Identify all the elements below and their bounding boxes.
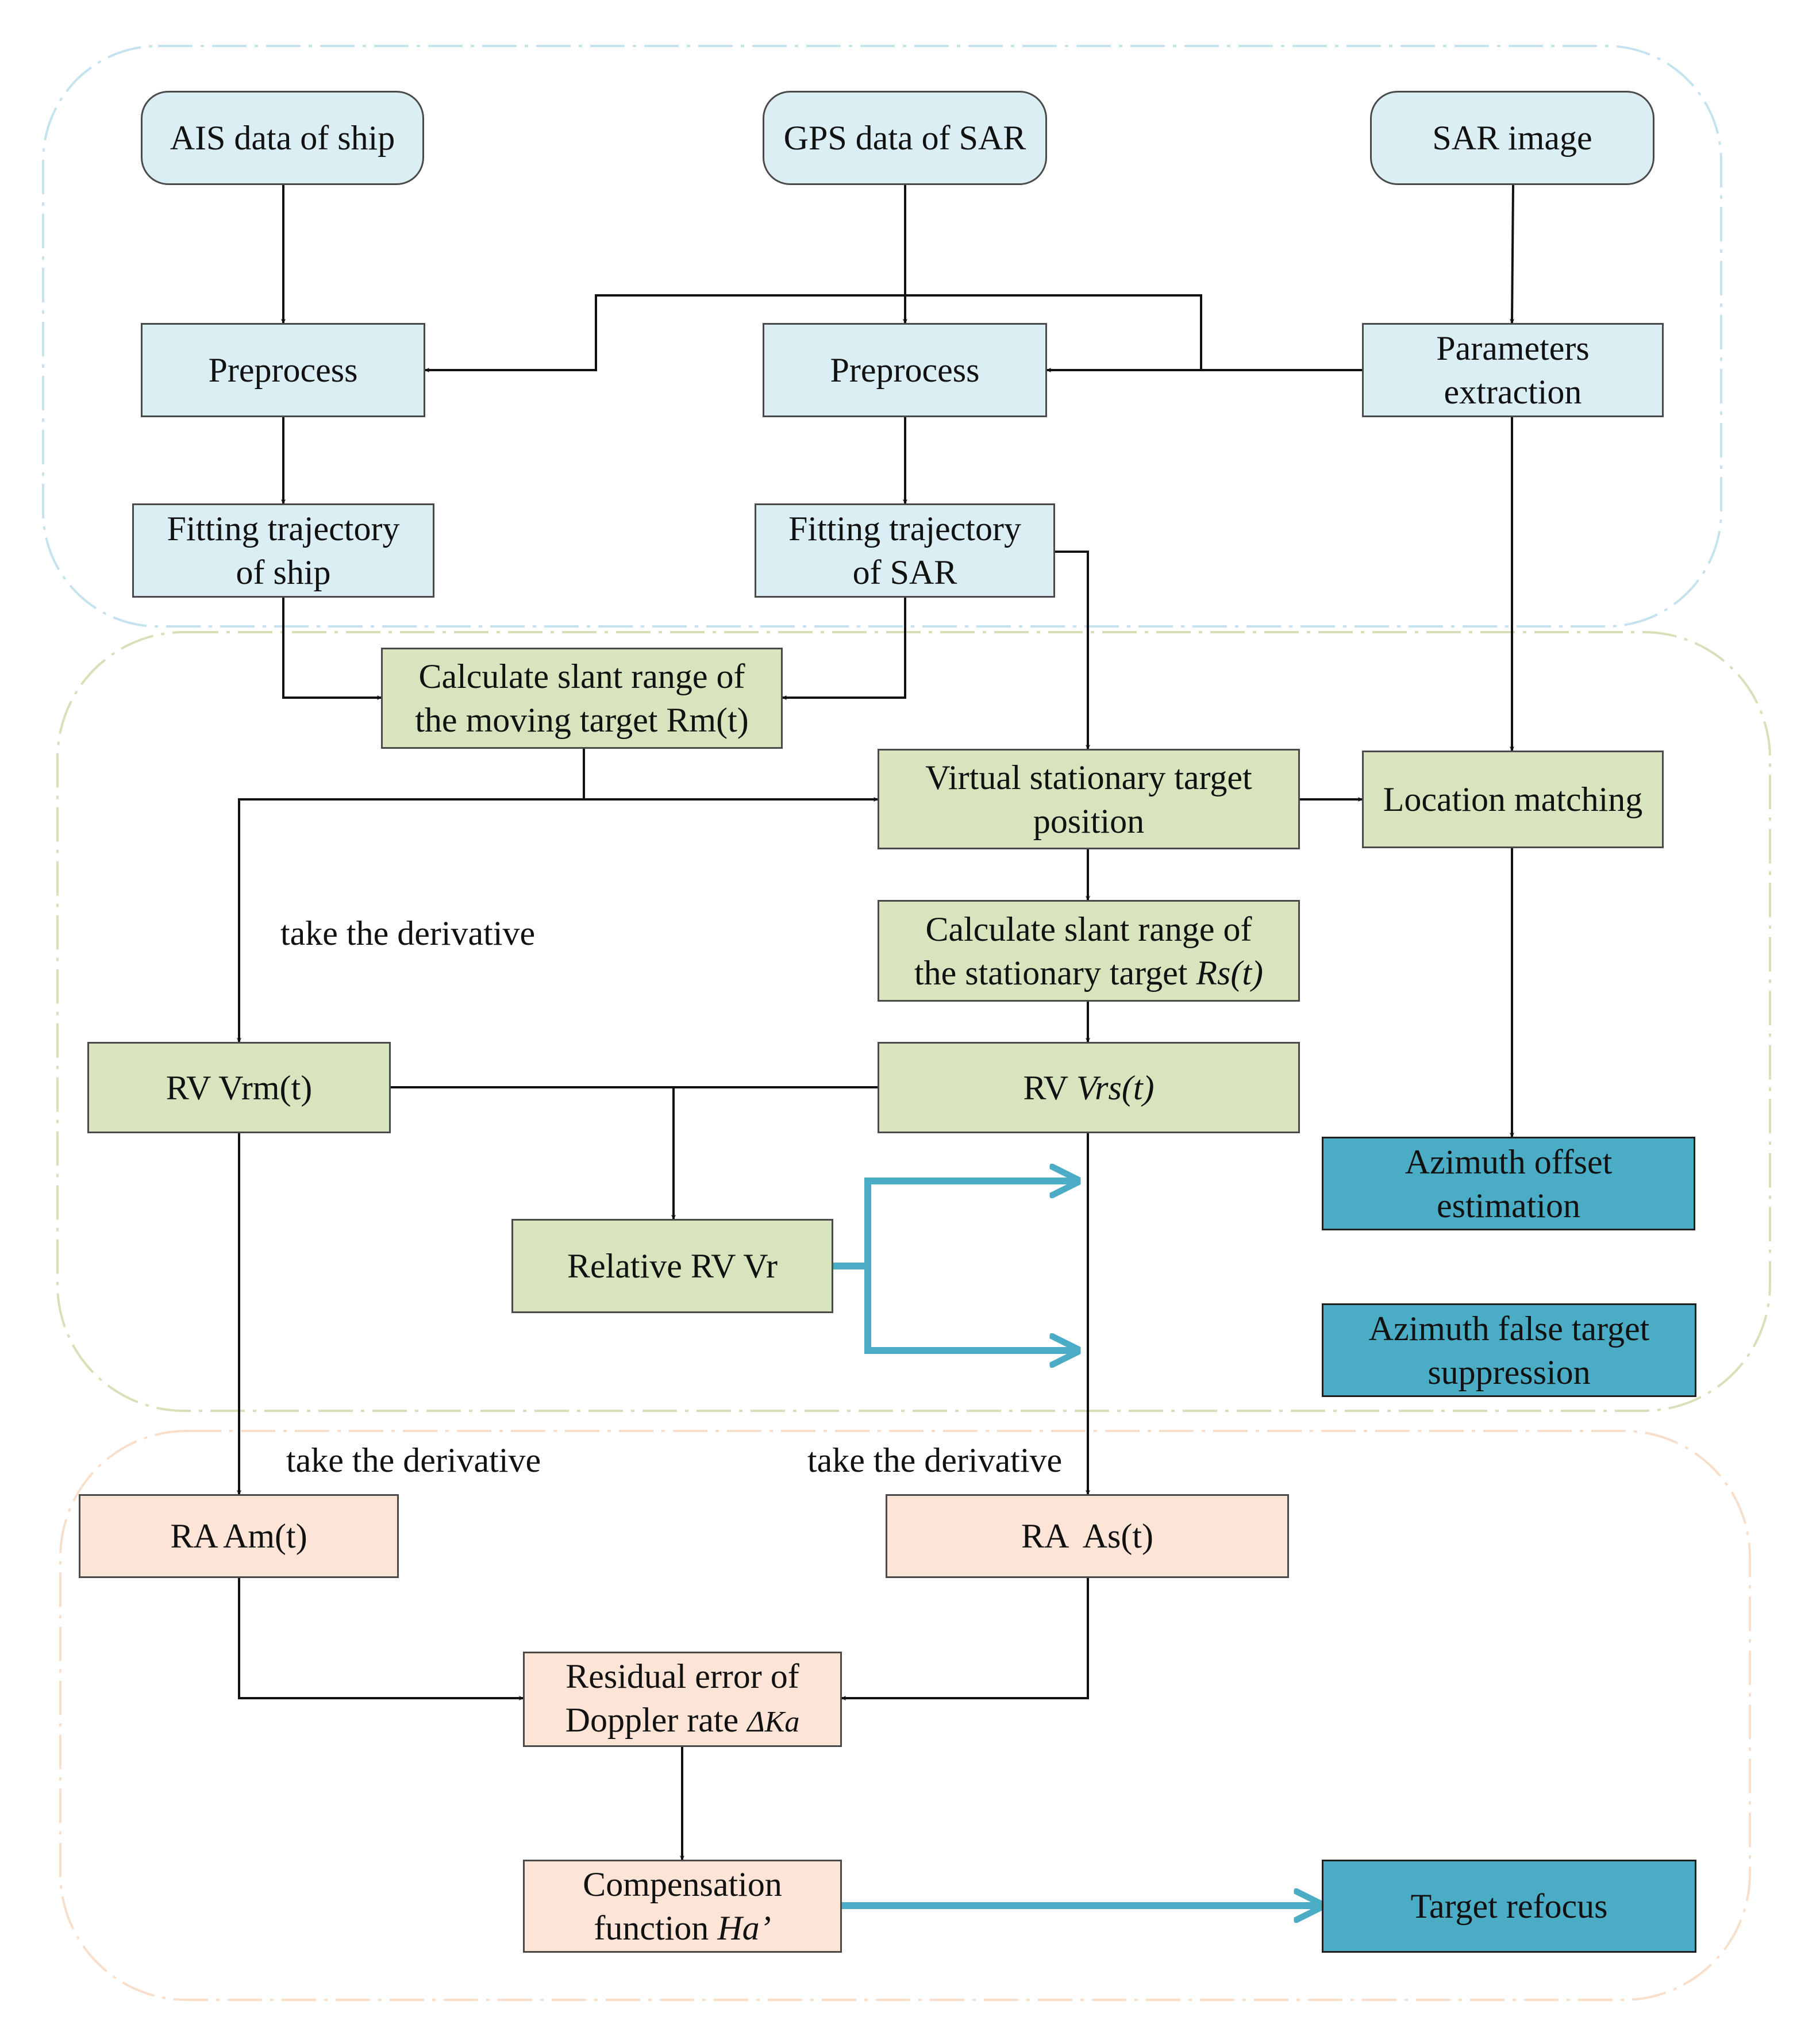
fitting-ship-line2: of ship	[236, 553, 331, 591]
slant-range-moving-node: Calculate slant range of the moving targ…	[381, 648, 783, 749]
virtual-stationary-line2: position	[1033, 802, 1145, 840]
location-matching-label: Location matching	[1383, 780, 1643, 818]
slant-range-stationary-node: Calculate slant range of the stationary …	[878, 900, 1300, 1002]
edge-relative-azimuthfalse	[864, 1266, 1078, 1350]
compensation-function-text: function	[594, 1909, 718, 1947]
edge-ramoving-residual	[238, 1578, 523, 1698]
region-bottom	[59, 1430, 1751, 2001]
fitting-ship-node: Fitting trajectory of ship	[132, 503, 434, 598]
azimuth-offset-line1: Azimuth offset	[1405, 1142, 1613, 1181]
residual-error-text: Doppler rate	[565, 1701, 748, 1739]
parameters-extraction-line1: Parameters	[1436, 329, 1590, 367]
fitting-sar-line1: Fitting trajectory	[788, 510, 1021, 548]
target-refocus-label: Target refocus	[1410, 1887, 1608, 1925]
edge-slantmoving-virtual	[583, 749, 878, 799]
preprocess-sar-label: Preprocess	[830, 351, 980, 389]
compensation-function-line2: function Ha’	[594, 1906, 771, 1950]
residual-error-line1: Residual error of	[565, 1657, 799, 1695]
ais-data-label: AIS data of ship	[170, 119, 395, 157]
region-middle	[56, 631, 1771, 1412]
gps-data-node: GPS data of SAR	[763, 91, 1047, 185]
edge-rvmoving-relative	[391, 1086, 674, 1219]
azimuth-offset-line2: estimation	[1437, 1186, 1580, 1225]
fitting-ship-line1: Fitting trajectory	[167, 510, 400, 548]
rv-moving-node: RV Vrm(t)	[87, 1042, 391, 1133]
fitting-sar-line2: of SAR	[852, 553, 957, 591]
residual-error-node: Residual error of Doppler rate ΔKa	[523, 1652, 842, 1747]
edge-rastationary-residual	[842, 1578, 1089, 1698]
ra-moving-label: RA Am(t)	[170, 1517, 307, 1555]
edge-params-preprocess-ship	[425, 294, 1202, 370]
region-top	[42, 45, 1722, 628]
azimuth-false-target-node: Azimuth false target suppression	[1322, 1303, 1696, 1397]
virtual-stationary-node: Virtual stationary target position	[878, 749, 1300, 849]
compensation-function-node: Compensation function Ha’	[523, 1860, 842, 1953]
compensation-function-line1: Compensation	[583, 1865, 782, 1903]
residual-error-symbol: ΔKa	[747, 1706, 800, 1738]
edge-fitsar-virtual	[1055, 551, 1088, 749]
rv-stationary-symbol: Vrs(t)	[1076, 1068, 1155, 1107]
edge-sarimage-params	[1512, 184, 1514, 323]
slant-range-stationary-line1: Calculate slant range of	[925, 910, 1252, 948]
ra-moving-node: RA Am(t)	[79, 1494, 399, 1578]
preprocess-ship-node: Preprocess	[141, 323, 425, 417]
slant-range-stationary-symbol: Rs(t)	[1196, 953, 1264, 992]
relative-rv-node: Relative RV Vr	[511, 1219, 833, 1313]
rv-stationary-node: RV Vrs(t)	[878, 1042, 1300, 1133]
compensation-function-symbol: Ha’	[717, 1909, 771, 1947]
virtual-stationary-line1: Virtual stationary target	[925, 758, 1252, 796]
gps-data-label: GPS data of SAR	[783, 119, 1026, 157]
ais-data-node: AIS data of ship	[141, 91, 424, 185]
slant-range-stationary-text: the stationary target	[914, 953, 1196, 992]
azimuth-offset-node: Azimuth offset estimation	[1322, 1137, 1695, 1230]
azimuth-false-target-line2: suppression	[1427, 1353, 1591, 1391]
slant-range-stationary-line2: the stationary target Rs(t)	[914, 951, 1263, 995]
azimuth-false-target-line1: Azimuth false target	[1368, 1309, 1650, 1348]
edge-slantmoving-rvmoving	[239, 798, 584, 1042]
derivative-label-1: take the derivative	[280, 914, 536, 952]
derivative-label-2: take the derivative	[286, 1441, 541, 1479]
slant-range-moving-line2: the moving target Rm(t)	[415, 701, 749, 739]
ra-stationary-label: RA As(t)	[1021, 1517, 1154, 1555]
sar-image-label: SAR image	[1432, 119, 1592, 157]
parameters-extraction-node: Parameters extraction	[1362, 323, 1664, 417]
residual-error-line2: Doppler rate ΔKa	[565, 1698, 800, 1744]
location-matching-node: Location matching	[1362, 751, 1664, 848]
relative-rv-label: Relative RV Vr	[567, 1247, 778, 1285]
rv-moving-label: RV Vrm(t)	[166, 1068, 313, 1107]
derivative-label-3: take the derivative	[807, 1441, 1063, 1479]
rv-stationary-label: RV Vrs(t)	[1023, 1066, 1155, 1110]
slant-range-moving-line1: Calculate slant range of	[418, 657, 745, 695]
fitting-sar-node: Fitting trajectory of SAR	[755, 503, 1055, 598]
preprocess-ship-label: Preprocess	[208, 351, 358, 389]
preprocess-sar-node: Preprocess	[763, 323, 1047, 417]
edge-fitship-slantmoving	[282, 598, 381, 698]
target-refocus-node: Target refocus	[1322, 1860, 1696, 1953]
edge-relative-azimuthoffset	[833, 1181, 1078, 1269]
ra-stationary-node: RA As(t)	[886, 1494, 1289, 1578]
edge-fitsar-slantmoving	[783, 598, 906, 698]
rv-stationary-prefix: RV	[1023, 1068, 1076, 1107]
parameters-extraction-line2: extraction	[1444, 373, 1582, 411]
sar-image-node: SAR image	[1370, 91, 1654, 185]
